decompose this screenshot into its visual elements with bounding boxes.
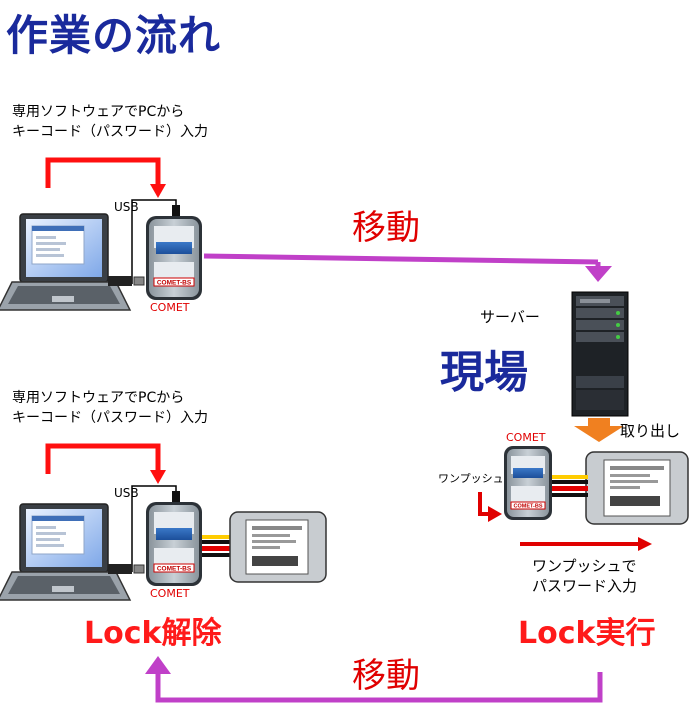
comet-device-top: COMET-BS [146,216,202,300]
move-arrow-bottom [145,656,603,703]
lock-execute-label: Lock実行 [518,616,656,651]
laptop-icon-bottom [0,503,132,601]
svg-text:COMET-BS: COMET-BS [157,280,192,287]
comet-device-bottom: COMET-BS [146,502,202,586]
one-push-line1: ワンプッシュで [532,557,637,575]
move-arrow-top [203,253,612,282]
usb-cable-bottom [108,485,180,574]
instruction-line1-bottom: 専用ソフトウェアでPCから [12,390,185,406]
remove-label: 取り出し [620,422,681,440]
comet-label-bottom: COMET [150,587,190,600]
svg-text:COMET-BS: COMET-BS [513,504,542,510]
sata-cables-right [548,475,588,497]
usb-label-bottom: USB [114,486,139,500]
usb-label-top: USB [114,200,139,214]
sata-cables-bottom [202,535,232,557]
one-push-caption: ワンプッシュで パスワード入力 [532,556,637,596]
comet-label-right: COMET [506,431,546,444]
one-push-arrow [478,492,502,522]
page-title: 作業の流れ [6,11,222,60]
site-label: 現場 [440,347,528,398]
laptop-icon [0,213,132,311]
instruction-caption-top: 専用ソフトウェアでPCから キーコード（パスワード）入力 [12,102,208,142]
comet-device-right: COMET-BS [504,446,552,520]
one-push-line2: パスワード入力 [532,577,638,595]
password-input-arrow [520,537,652,551]
lock-release-label: Lock解除 [84,616,222,651]
hard-drive-bottom [229,511,327,583]
svg-text:COMET-BS: COMET-BS [157,566,192,573]
comet-label-top: COMET [150,301,190,314]
remove-arrow [574,418,624,442]
usb-cable-top [108,199,180,286]
hard-drive-right [585,451,689,525]
instruction-line2: キーコード（パスワード）入力 [12,124,208,140]
instruction-line1: 専用ソフトウェアでPCから [12,104,185,120]
server-label: サーバー [480,308,540,326]
move-label-bottom: 移動 [352,656,420,696]
instruction-line2-bottom: キーコード（パスワード）入力 [12,410,208,426]
red-input-arrow-bottom [45,443,166,484]
one-push-label: ワンプッシュ [438,472,504,485]
server-icon [571,291,629,417]
instruction-caption-bottom: 専用ソフトウェアでPCから キーコード（パスワード）入力 [12,388,208,428]
red-input-arrow-top [45,157,166,198]
move-label-top: 移動 [352,208,420,248]
